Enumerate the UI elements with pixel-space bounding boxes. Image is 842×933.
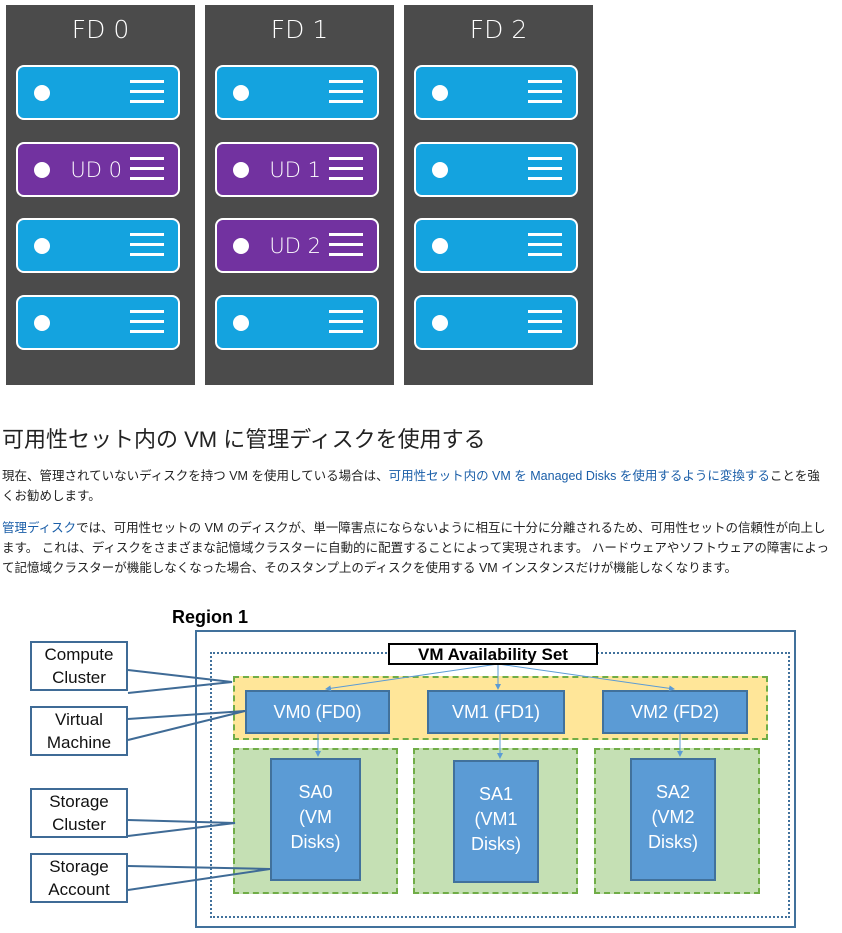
update-domain-label: UD 2	[269, 234, 321, 258]
text: 現在、管理されていないディスクを持つ VM を使用している場合は、	[2, 469, 389, 483]
status-dot-icon	[34, 85, 50, 101]
status-dot-icon	[233, 85, 249, 101]
status-dot-icon	[432, 315, 448, 331]
menu-lines-icon	[329, 233, 363, 257]
status-dot-icon	[432, 238, 448, 254]
menu-lines-icon	[528, 157, 562, 181]
status-dot-icon	[233, 162, 249, 178]
menu-lines-icon	[329, 157, 363, 181]
status-dot-icon	[233, 238, 249, 254]
server	[16, 218, 180, 273]
server	[16, 65, 180, 120]
menu-lines-icon	[130, 233, 164, 257]
status-dot-icon	[34, 238, 50, 254]
server	[414, 142, 578, 197]
status-dot-icon	[34, 162, 50, 178]
status-dot-icon	[34, 315, 50, 331]
storage-account-box: SA0 (VM Disks)	[270, 758, 361, 881]
vm-box: VM2 (FD2)	[602, 690, 748, 734]
fault-domain-column: FD 1 UD 1 UD 2	[205, 5, 394, 385]
fault-domain-column: FD 2	[404, 5, 593, 385]
server	[215, 295, 379, 350]
server	[414, 65, 578, 120]
convert-link[interactable]: 可用性セット内の VM を Managed Disks を使用するように変換する	[388, 469, 770, 483]
status-dot-icon	[233, 315, 249, 331]
storage-cluster-label: Storage Cluster	[30, 788, 128, 838]
status-dot-icon	[432, 85, 448, 101]
virtual-machine-label: Virtual Machine	[30, 706, 128, 756]
availability-set-label: VM Availability Set	[388, 643, 598, 665]
menu-lines-icon	[528, 233, 562, 257]
paragraph-1: 現在、管理されていないディスクを持つ VM を使用している場合は、可用性セット内…	[2, 466, 832, 506]
storage-account-box: SA1 (VM1 Disks)	[453, 760, 539, 883]
status-dot-icon	[432, 162, 448, 178]
server	[414, 295, 578, 350]
region-box	[195, 630, 796, 928]
menu-lines-icon	[528, 80, 562, 104]
update-domain-server: UD 1	[215, 142, 379, 197]
section-heading: 可用性セット内の VM に管理ディスクを使用する	[2, 427, 486, 452]
update-domain-label: UD 0	[70, 158, 122, 182]
menu-lines-icon	[329, 310, 363, 334]
menu-lines-icon	[528, 310, 562, 334]
server	[414, 218, 578, 273]
update-domain-server: UD 0	[16, 142, 180, 197]
menu-lines-icon	[130, 157, 164, 181]
text: では、可用性セットの VM のディスクが、単一障害点にならないように相互に十分に…	[2, 521, 829, 575]
paragraph-2: 管理ディスクでは、可用性セットの VM のディスクが、単一障害点にならないように…	[2, 518, 832, 578]
menu-lines-icon	[130, 80, 164, 104]
fault-domain-column: FD 0 UD 0	[6, 5, 195, 385]
storage-account-label: Storage Account	[30, 853, 128, 903]
fault-domain-title: FD 0	[71, 15, 130, 44]
text: ことを強くお勧めします。	[2, 469, 820, 503]
managed-disks-link[interactable]: 管理ディスク	[2, 521, 77, 535]
region-title: Region 1	[172, 607, 249, 627]
fault-domain-title: FD 2	[469, 15, 528, 44]
menu-lines-icon	[130, 310, 164, 334]
server	[215, 65, 379, 120]
vm-box: VM0 (FD0)	[245, 690, 390, 734]
update-domain-label: UD 1	[269, 158, 321, 182]
menu-lines-icon	[329, 80, 363, 104]
vm-box: VM1 (FD1)	[427, 690, 565, 734]
update-domain-server: UD 2	[215, 218, 379, 273]
storage-account-box: SA2 (VM2 Disks)	[630, 758, 716, 881]
fault-domain-title: FD 1	[270, 15, 329, 44]
server	[16, 295, 180, 350]
compute-cluster-label: Compute Cluster	[30, 641, 128, 691]
